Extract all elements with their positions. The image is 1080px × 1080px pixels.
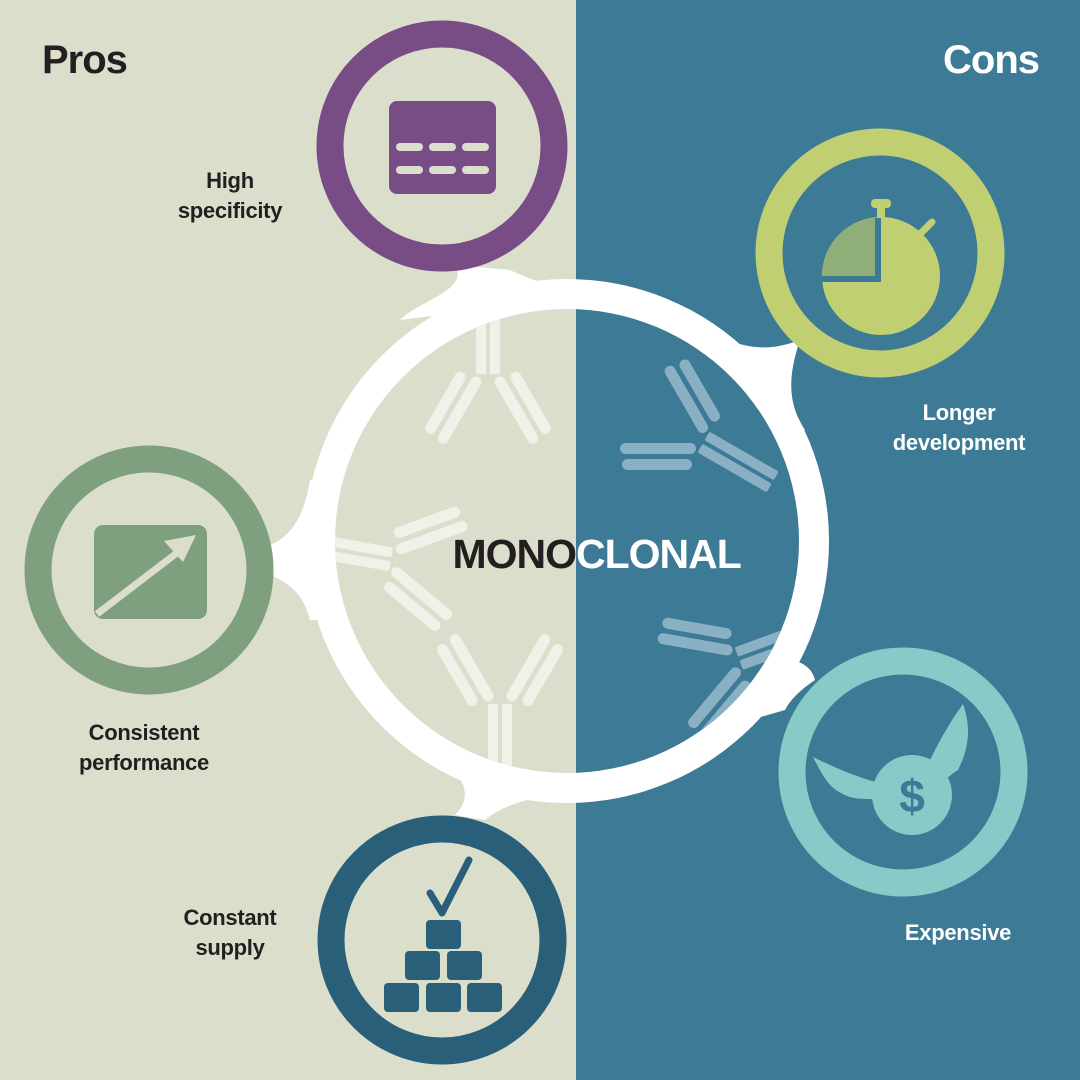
center-label-clonal: CLONAL: [576, 531, 741, 577]
pro-label-line1: Constant: [184, 905, 278, 930]
cons-title: Cons: [943, 38, 1039, 82]
pro-label-line1: Consistent: [89, 720, 201, 745]
con-label-line2: development: [893, 430, 1026, 455]
pro-label-line2: performance: [79, 750, 209, 775]
pro-item-constant-supply: Constant supply: [184, 815, 567, 1065]
con-item-expensive: $ Expensive: [778, 647, 1028, 945]
pro-label-line2: specificity: [178, 198, 283, 223]
pro-label-line1: High: [206, 168, 254, 193]
flying-money-icon: [813, 704, 969, 835]
con-label-line1: Expensive: [905, 920, 1011, 945]
dollar-sign-icon: $: [899, 770, 925, 822]
con-item-longer-development: Longer development: [755, 128, 1026, 455]
stacked-boxes-check-icon: [384, 856, 502, 1012]
pro-item-consistent-performance: Consistent performance: [24, 445, 274, 775]
trend-arrow-chart-icon: [94, 525, 207, 619]
con-label-line1: Longer: [923, 400, 996, 425]
stopwatch-icon: [822, 199, 940, 335]
pro-item-high-specificity: High specificity: [178, 20, 568, 272]
center-label-mono: MONO: [452, 531, 576, 577]
pros-title: Pros: [42, 38, 127, 82]
pro-label-line2: supply: [195, 935, 265, 960]
antibody-array-card-icon: [389, 101, 496, 194]
